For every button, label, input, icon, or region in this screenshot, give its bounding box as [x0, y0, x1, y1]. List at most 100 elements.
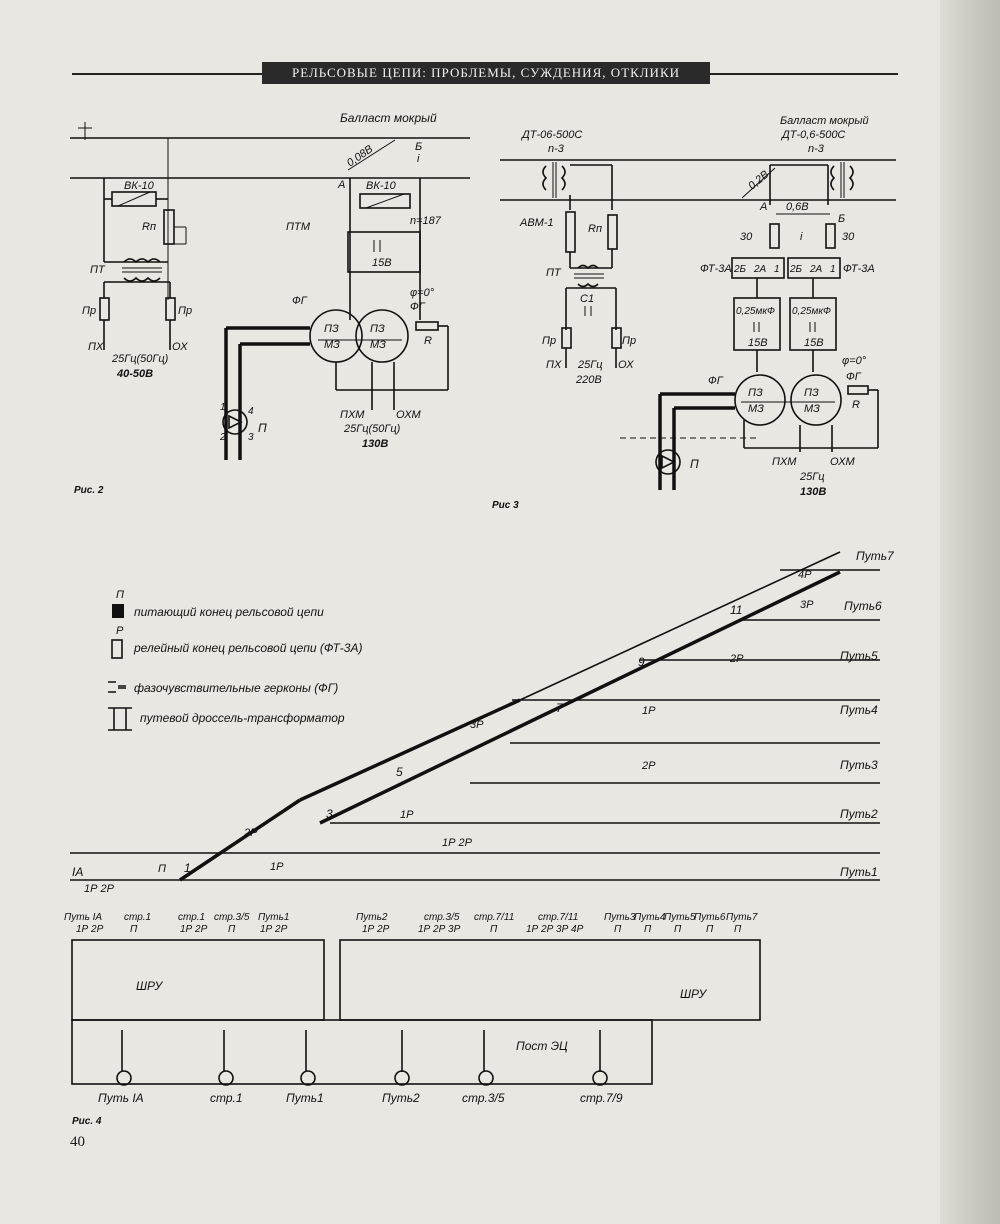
fig2-fg-right: ФГ: [410, 301, 426, 313]
fig3-dt-left: ДТ-06-500С: [520, 129, 582, 141]
output-6: стр.7/9: [580, 1091, 623, 1105]
fig2-cap-volt: 15В: [372, 257, 392, 269]
shru-right-label: ШРУ: [680, 987, 708, 1001]
fig2-mz-left: МЗ: [324, 339, 340, 351]
shru-left-label: ШРУ: [136, 979, 164, 993]
fig2-pt: ПТ: [90, 264, 106, 276]
track-5-label: Путь5: [840, 649, 878, 663]
relay-3p-mid: 3Р: [470, 719, 484, 731]
fig2-vk-left: ВК-10: [124, 180, 155, 192]
fig3-ohm-left: 30: [740, 231, 753, 243]
page-number: 40: [70, 1134, 85, 1150]
fig3-caption: Рис 3: [492, 500, 519, 511]
shru-sub-11: П: [644, 924, 652, 935]
fig3-rp: Rп: [588, 223, 602, 235]
fig3-ohm-right: 30: [842, 231, 855, 243]
shru-group-13: Путь6: [694, 912, 726, 923]
fig3-ft-right: ФТ-3А: [843, 263, 875, 275]
fig3-c1: С1: [580, 293, 594, 305]
shru-group-6: Путь2: [356, 912, 388, 923]
output-3: Путь1: [286, 1091, 324, 1105]
shru-sub-1: 1Р 2Р: [76, 924, 104, 935]
switch-1: 1: [184, 861, 191, 875]
legend-reed-text: фазочувствительные герконы (ФГ): [134, 681, 338, 695]
fig3-ox: ОХ: [618, 359, 634, 371]
fig3-node-b: Б: [838, 213, 845, 225]
fig3-local-volt: 130В: [800, 486, 826, 498]
track-4-label: Путь4: [840, 703, 878, 717]
shru-sub-13: П: [706, 924, 714, 935]
fig2-node-a: А: [337, 179, 345, 191]
switch-7: 7: [556, 701, 564, 715]
fig3-ft-left-pin-2b: 2Б: [733, 264, 747, 275]
shru-sub-10: П: [614, 924, 622, 935]
fig3-pz-right: ПЗ: [804, 387, 819, 399]
shru-group-3: стр.1: [178, 912, 205, 923]
running-title: РЕЛЬСОВЫЕ ЦЕПИ: ПРОБЛЕМЫ, СУЖДЕНИЯ, ОТКЛ…: [262, 62, 710, 84]
fig3-pxm: ПХМ: [772, 456, 797, 468]
fig2-ballast-label: Балласт мокрый: [340, 111, 437, 125]
shru-sub-8: П: [490, 924, 498, 935]
fig3-pt: ПТ: [546, 267, 562, 279]
legend-symbol-r: Р: [116, 625, 124, 637]
fig2-voltage-label: 0,08В: [345, 143, 375, 169]
shru-group-12: Путь5: [664, 912, 696, 923]
fig3-phi: φ=0°: [842, 355, 867, 367]
shru-sub-4: П: [228, 924, 236, 935]
switch-9: 9: [638, 655, 645, 669]
fig3-avm: АВМ-1: [519, 217, 554, 229]
fig3-pz-left: ПЗ: [748, 387, 763, 399]
fig2-pin-p3: 3: [248, 432, 254, 443]
track-1-label: Путь1: [840, 865, 878, 879]
fig2-mz-right: МЗ: [370, 339, 386, 351]
relay-1p2p-a: 1Р 2Р: [442, 837, 473, 849]
fig2-ox: ОХ: [172, 341, 188, 353]
fig2-supply-freq: 25Гц(50Гц): [111, 353, 169, 365]
fig2-pin-p2: 2: [219, 432, 226, 443]
relay-2p-low: 2Р: [243, 827, 258, 839]
shru-group-9: стр.7/11: [538, 912, 578, 923]
fig3-mz-left: МЗ: [748, 403, 764, 415]
fig2-pz-left: ПЗ: [324, 323, 339, 335]
output-5: стр.3/5: [462, 1091, 505, 1105]
fig2-pr-left: Пр: [82, 305, 96, 317]
shru-group-5: Путь1: [258, 912, 289, 923]
switch-3: 3: [326, 807, 333, 821]
header-rule-right: [710, 73, 898, 75]
fig2-pr-right: Пр: [178, 305, 192, 317]
fig2-vk-right: ВК-10: [366, 180, 397, 192]
shru-group-1: Путь IА: [64, 912, 102, 923]
relay-1p-2: 1Р: [400, 809, 414, 821]
shru-group-4: стр.3/5: [214, 912, 250, 923]
fig2-pin-p1: 1: [220, 402, 226, 413]
switch-11: 11: [730, 603, 742, 617]
fig3-px: ПХ: [546, 359, 562, 371]
page-gutter-shadow: [940, 0, 1000, 1224]
fig3-ft-left: ФТ-3А: [700, 263, 732, 275]
shru-sub-9: 1Р 2Р 3Р 4Р: [526, 924, 584, 935]
shru-group-14: Путь7: [726, 912, 758, 923]
legend-symbol-p: П: [116, 589, 124, 601]
fig2-n: n=187: [410, 215, 442, 227]
fig3-n-right: n-3: [808, 143, 825, 155]
fig2-oxm: ОХМ: [396, 409, 422, 421]
fig3-p: П: [690, 457, 699, 471]
shru-group-2: стр.1: [124, 912, 151, 923]
track-2-label: Путь2: [840, 807, 878, 821]
fig2-local-freq: 25Гц(50Гц): [343, 423, 401, 435]
fig3-fg-right: ФГ: [846, 371, 862, 383]
fig3-current: i: [800, 231, 803, 243]
post-label: Пост ЭЦ: [516, 1039, 568, 1053]
fig3-ft-right-pin-2a: 2А: [809, 264, 823, 275]
shru-group-10: Путь3: [604, 912, 636, 923]
relay-3p-top: 3Р: [800, 599, 814, 611]
shru-group-11: Путь4: [634, 912, 666, 923]
fig3-oxm: ОХМ: [830, 456, 856, 468]
fig2-ptm: ПТМ: [286, 221, 311, 233]
relay-p-ia: П: [158, 863, 166, 875]
figure-4: П питающий конец рельсовой цепи Р релейн…: [64, 549, 895, 1105]
fig4-caption: Рис. 4: [72, 1116, 102, 1127]
fig3-supply-freq: 25Гц: [577, 359, 603, 371]
track-ia-label: IА: [72, 865, 83, 879]
